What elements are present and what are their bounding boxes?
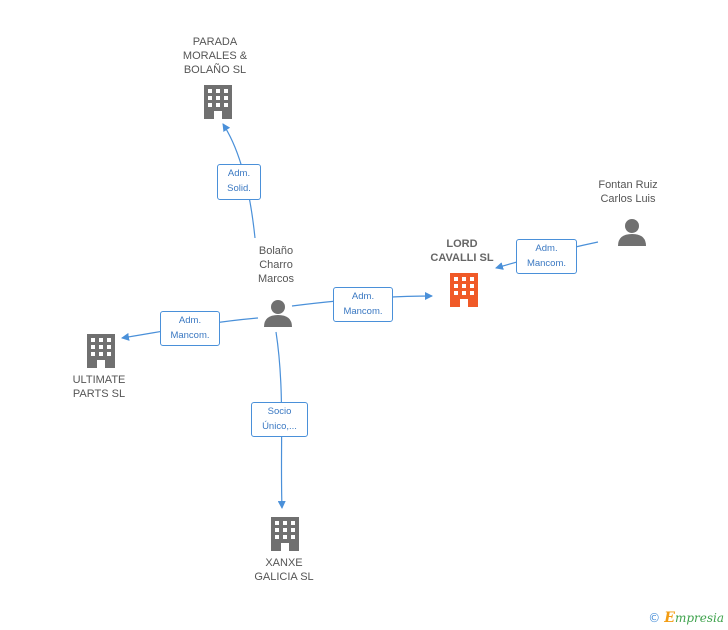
node-label-parada[interactable]: PARADA MORALES & BOLAÑO SL — [182, 36, 248, 76]
brand-name: mpresia — [674, 611, 724, 625]
person-icon — [264, 300, 292, 327]
node-label-lord-cavalli[interactable]: LORD CAVALLI SL — [430, 238, 494, 264]
empresia-watermark: ©Empresia — [648, 610, 724, 626]
building-icon — [87, 334, 115, 368]
building-icon — [204, 85, 232, 119]
edge-label-adm-mancom-ultimate[interactable]: Adm. Mancom. — [160, 311, 220, 346]
node-label-ultimate[interactable]: ULTIMATE PARTS SL — [72, 374, 126, 400]
edge-label-adm-solid[interactable]: Adm. Solid. — [217, 164, 261, 200]
building-icon — [450, 273, 478, 307]
building-icon — [271, 517, 299, 551]
edge-label-adm-mancom-lord[interactable]: Adm. Mancom. — [333, 287, 393, 322]
node-label-xanxe[interactable]: XANXE GALICIA SL — [254, 557, 314, 583]
copyright-icon: © — [648, 611, 661, 625]
edge-label-socio-unico[interactable]: Socio Único,... — [251, 402, 308, 437]
node-label-bolano[interactable]: Bolaño Charro Marcos — [257, 245, 295, 285]
brand-initial: E — [664, 610, 675, 626]
node-label-fontan[interactable]: Fontan Ruiz Carlos Luis — [598, 179, 658, 205]
edge-label-adm-mancom-fontan[interactable]: Adm. Mancom. — [516, 239, 577, 274]
person-icon — [618, 219, 646, 246]
